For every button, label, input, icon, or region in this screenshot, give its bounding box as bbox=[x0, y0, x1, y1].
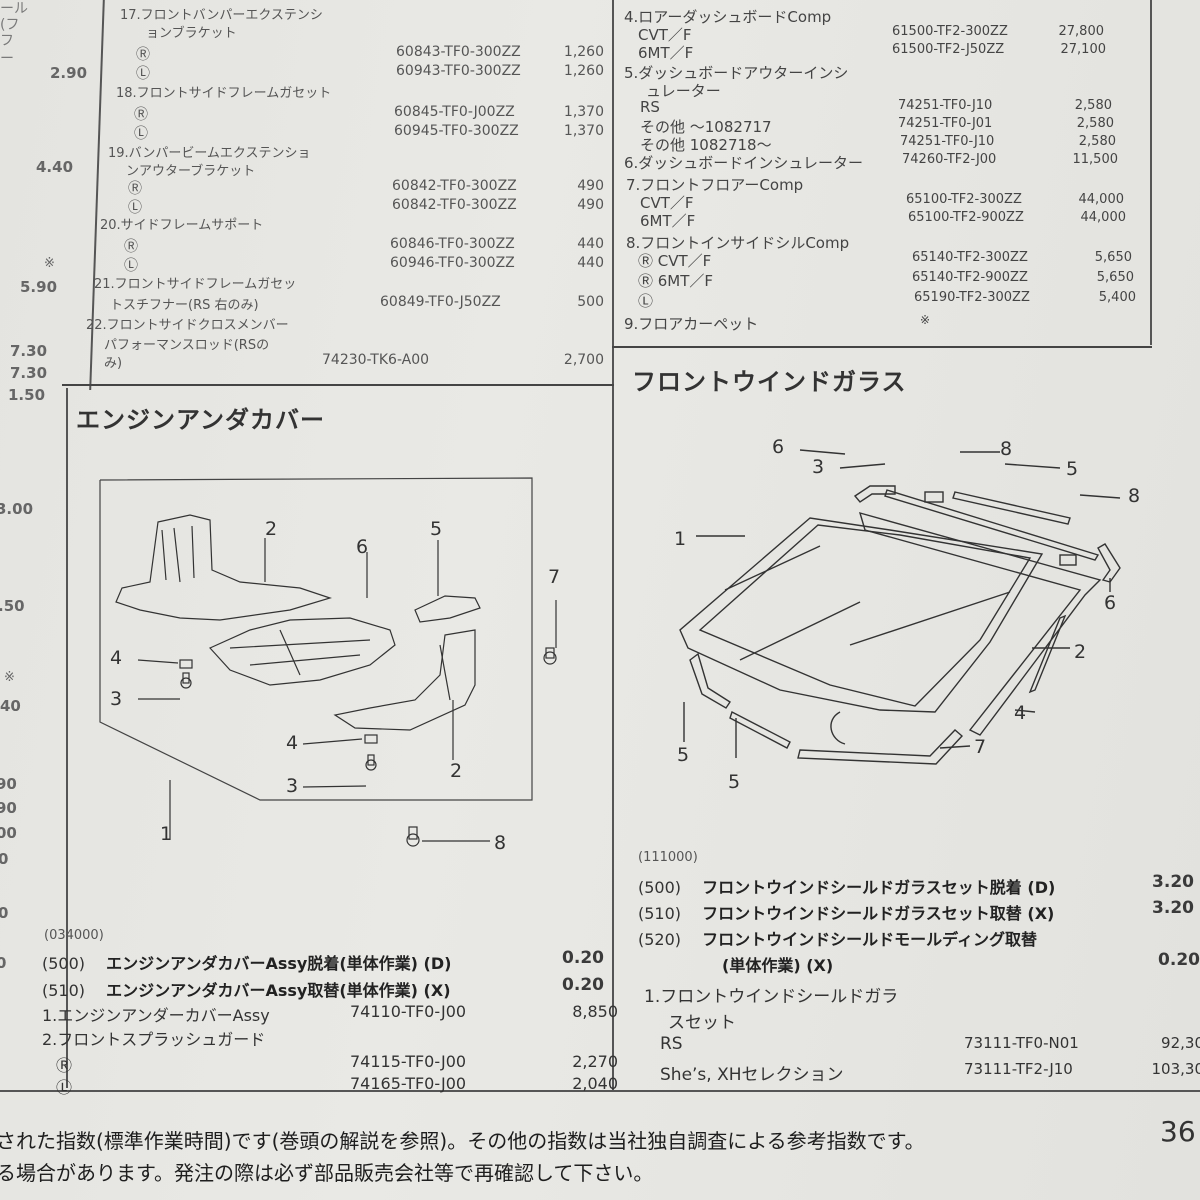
labor-operation-row: (510) エンジンアンダカバーAssy取替(単体作業) (X) bbox=[42, 977, 451, 1001]
operation-label: フロントウインドシールドモールディング取替 bbox=[702, 930, 1038, 949]
left-margin-column: ール (フ フ ー 2.90 4.40 ※ 5.90 7.30 7.30 1.5… bbox=[0, 0, 90, 1100]
operation-label: エンジンアンダカバーAssy脱着(単体作業) (D) bbox=[106, 954, 452, 973]
callout-label: 1 bbox=[674, 528, 687, 550]
margin-note-mark: ※ bbox=[4, 670, 15, 685]
operation-code: (510) bbox=[42, 981, 86, 1000]
margin-index-value: 00 bbox=[0, 824, 17, 842]
section-title-engine-under-cover: エンジンアンダカバー bbox=[76, 406, 326, 434]
operation-code: (510) bbox=[638, 904, 682, 923]
operation-time: 3.20 bbox=[1152, 872, 1194, 892]
callout-label: 1 bbox=[160, 823, 173, 845]
engine-under-cover-diagram bbox=[99, 477, 557, 847]
margin-index-value: 5.90 bbox=[20, 278, 58, 296]
callout-label: 3 bbox=[286, 775, 299, 797]
page-number: 36 bbox=[1160, 1115, 1196, 1148]
labor-operation-row: (500) エンジンアンダカバーAssy脱着(単体作業) (D) bbox=[42, 950, 451, 974]
operation-time: 0.20 bbox=[562, 948, 604, 968]
callout-label: 8 bbox=[1000, 438, 1013, 460]
margin-index-value: 7.30 bbox=[10, 364, 48, 382]
callout-label: 5 bbox=[728, 771, 741, 793]
callout-label: 8 bbox=[494, 832, 507, 854]
callout-label: 4 bbox=[286, 732, 299, 754]
column-divider bbox=[1150, 0, 1152, 345]
section-title-front-windshield: フロントウインドガラス bbox=[632, 368, 907, 396]
margin-fragment: (フ bbox=[0, 17, 20, 33]
margin-index-value: 0 bbox=[0, 954, 7, 972]
callout-label: 6 bbox=[356, 536, 369, 558]
margin-index-value: 2.90 bbox=[50, 64, 88, 82]
callout-label: 5 bbox=[1066, 458, 1079, 480]
callout-label: 8 bbox=[1128, 485, 1141, 507]
callout-label: 5 bbox=[430, 518, 443, 540]
labor-operation-row: (510) フロントウインドシールドガラスセット取替 (X) bbox=[638, 900, 1054, 924]
front-windshield-diagram bbox=[679, 449, 1121, 765]
callout-label: 6 bbox=[772, 436, 785, 458]
callout-label: 4 bbox=[1014, 702, 1027, 724]
operation-label: フロントウインドシールドガラスセット脱着 (D) bbox=[702, 878, 1056, 897]
callout-label: 2 bbox=[265, 518, 278, 540]
operation-label: エンジンアンダカバーAssy取替(単体作業) (X) bbox=[106, 981, 451, 1000]
operation-time: 0.20 bbox=[562, 975, 604, 995]
operation-code: (500) bbox=[638, 878, 682, 897]
margin-index-value: 4.40 bbox=[36, 158, 74, 176]
margin-index-value: .50 bbox=[0, 597, 25, 615]
labor-operation-row: (単体作業) (X) bbox=[722, 952, 833, 976]
margin-index-value: 1.50 bbox=[8, 386, 46, 404]
section-divider bbox=[612, 346, 1152, 348]
callout-label: 3 bbox=[812, 456, 825, 478]
column-divider bbox=[612, 0, 614, 1090]
labor-operation-row: (520) フロントウインドシールドモールディング取替 bbox=[638, 926, 1037, 950]
callout-label: 6 bbox=[1104, 592, 1117, 614]
margin-fragment: ール bbox=[0, 1, 28, 17]
operation-time: 3.20 bbox=[1152, 898, 1194, 918]
column-divider bbox=[66, 388, 68, 1088]
labor-operation-row: (500) フロントウインドシールドガラスセット脱着 (D) bbox=[638, 874, 1055, 898]
margin-index-value: 0 bbox=[0, 850, 9, 868]
section-code: (111000) bbox=[638, 850, 698, 865]
callout-label: 5 bbox=[677, 744, 690, 766]
callout-label: 2 bbox=[450, 760, 463, 782]
operation-label: フロントウインドシールドガラスセット取替 (X) bbox=[702, 904, 1055, 923]
callout-label: 2 bbox=[1074, 641, 1087, 663]
margin-index-value: 90 bbox=[0, 799, 17, 817]
margin-note-mark: ※ bbox=[44, 256, 55, 271]
section-divider bbox=[62, 384, 614, 386]
footer-line: された指数(標準作業時間)です(巻頭の解説を参照)。その他の指数は当社独自調査に… bbox=[0, 1129, 925, 1153]
footer-line: る場合があります。発注の際は必ず部品販売会社等で再確認して下さい。 bbox=[0, 1161, 654, 1185]
margin-index-value: 0 bbox=[0, 904, 9, 922]
callout-label: 7 bbox=[548, 566, 561, 588]
section-code: (034000) bbox=[44, 928, 104, 943]
footer-divider bbox=[0, 1090, 1200, 1092]
margin-index-value: 90 bbox=[0, 775, 17, 793]
callout-label: 7 bbox=[974, 736, 987, 758]
operation-code: (500) bbox=[42, 954, 86, 973]
margin-fragment: ー bbox=[0, 51, 14, 67]
operation-time: 0.20 bbox=[1158, 950, 1200, 970]
margin-index-value: 3.00 bbox=[0, 500, 34, 518]
margin-index-value: 7.30 bbox=[10, 342, 48, 360]
callout-label: 3 bbox=[110, 688, 123, 710]
margin-fragment: フ bbox=[0, 33, 14, 49]
margin-index-value: 40 bbox=[0, 697, 21, 715]
operation-code: (520) bbox=[638, 930, 682, 949]
operation-label: (単体作業) (X) bbox=[722, 956, 834, 975]
callout-label: 4 bbox=[110, 647, 123, 669]
